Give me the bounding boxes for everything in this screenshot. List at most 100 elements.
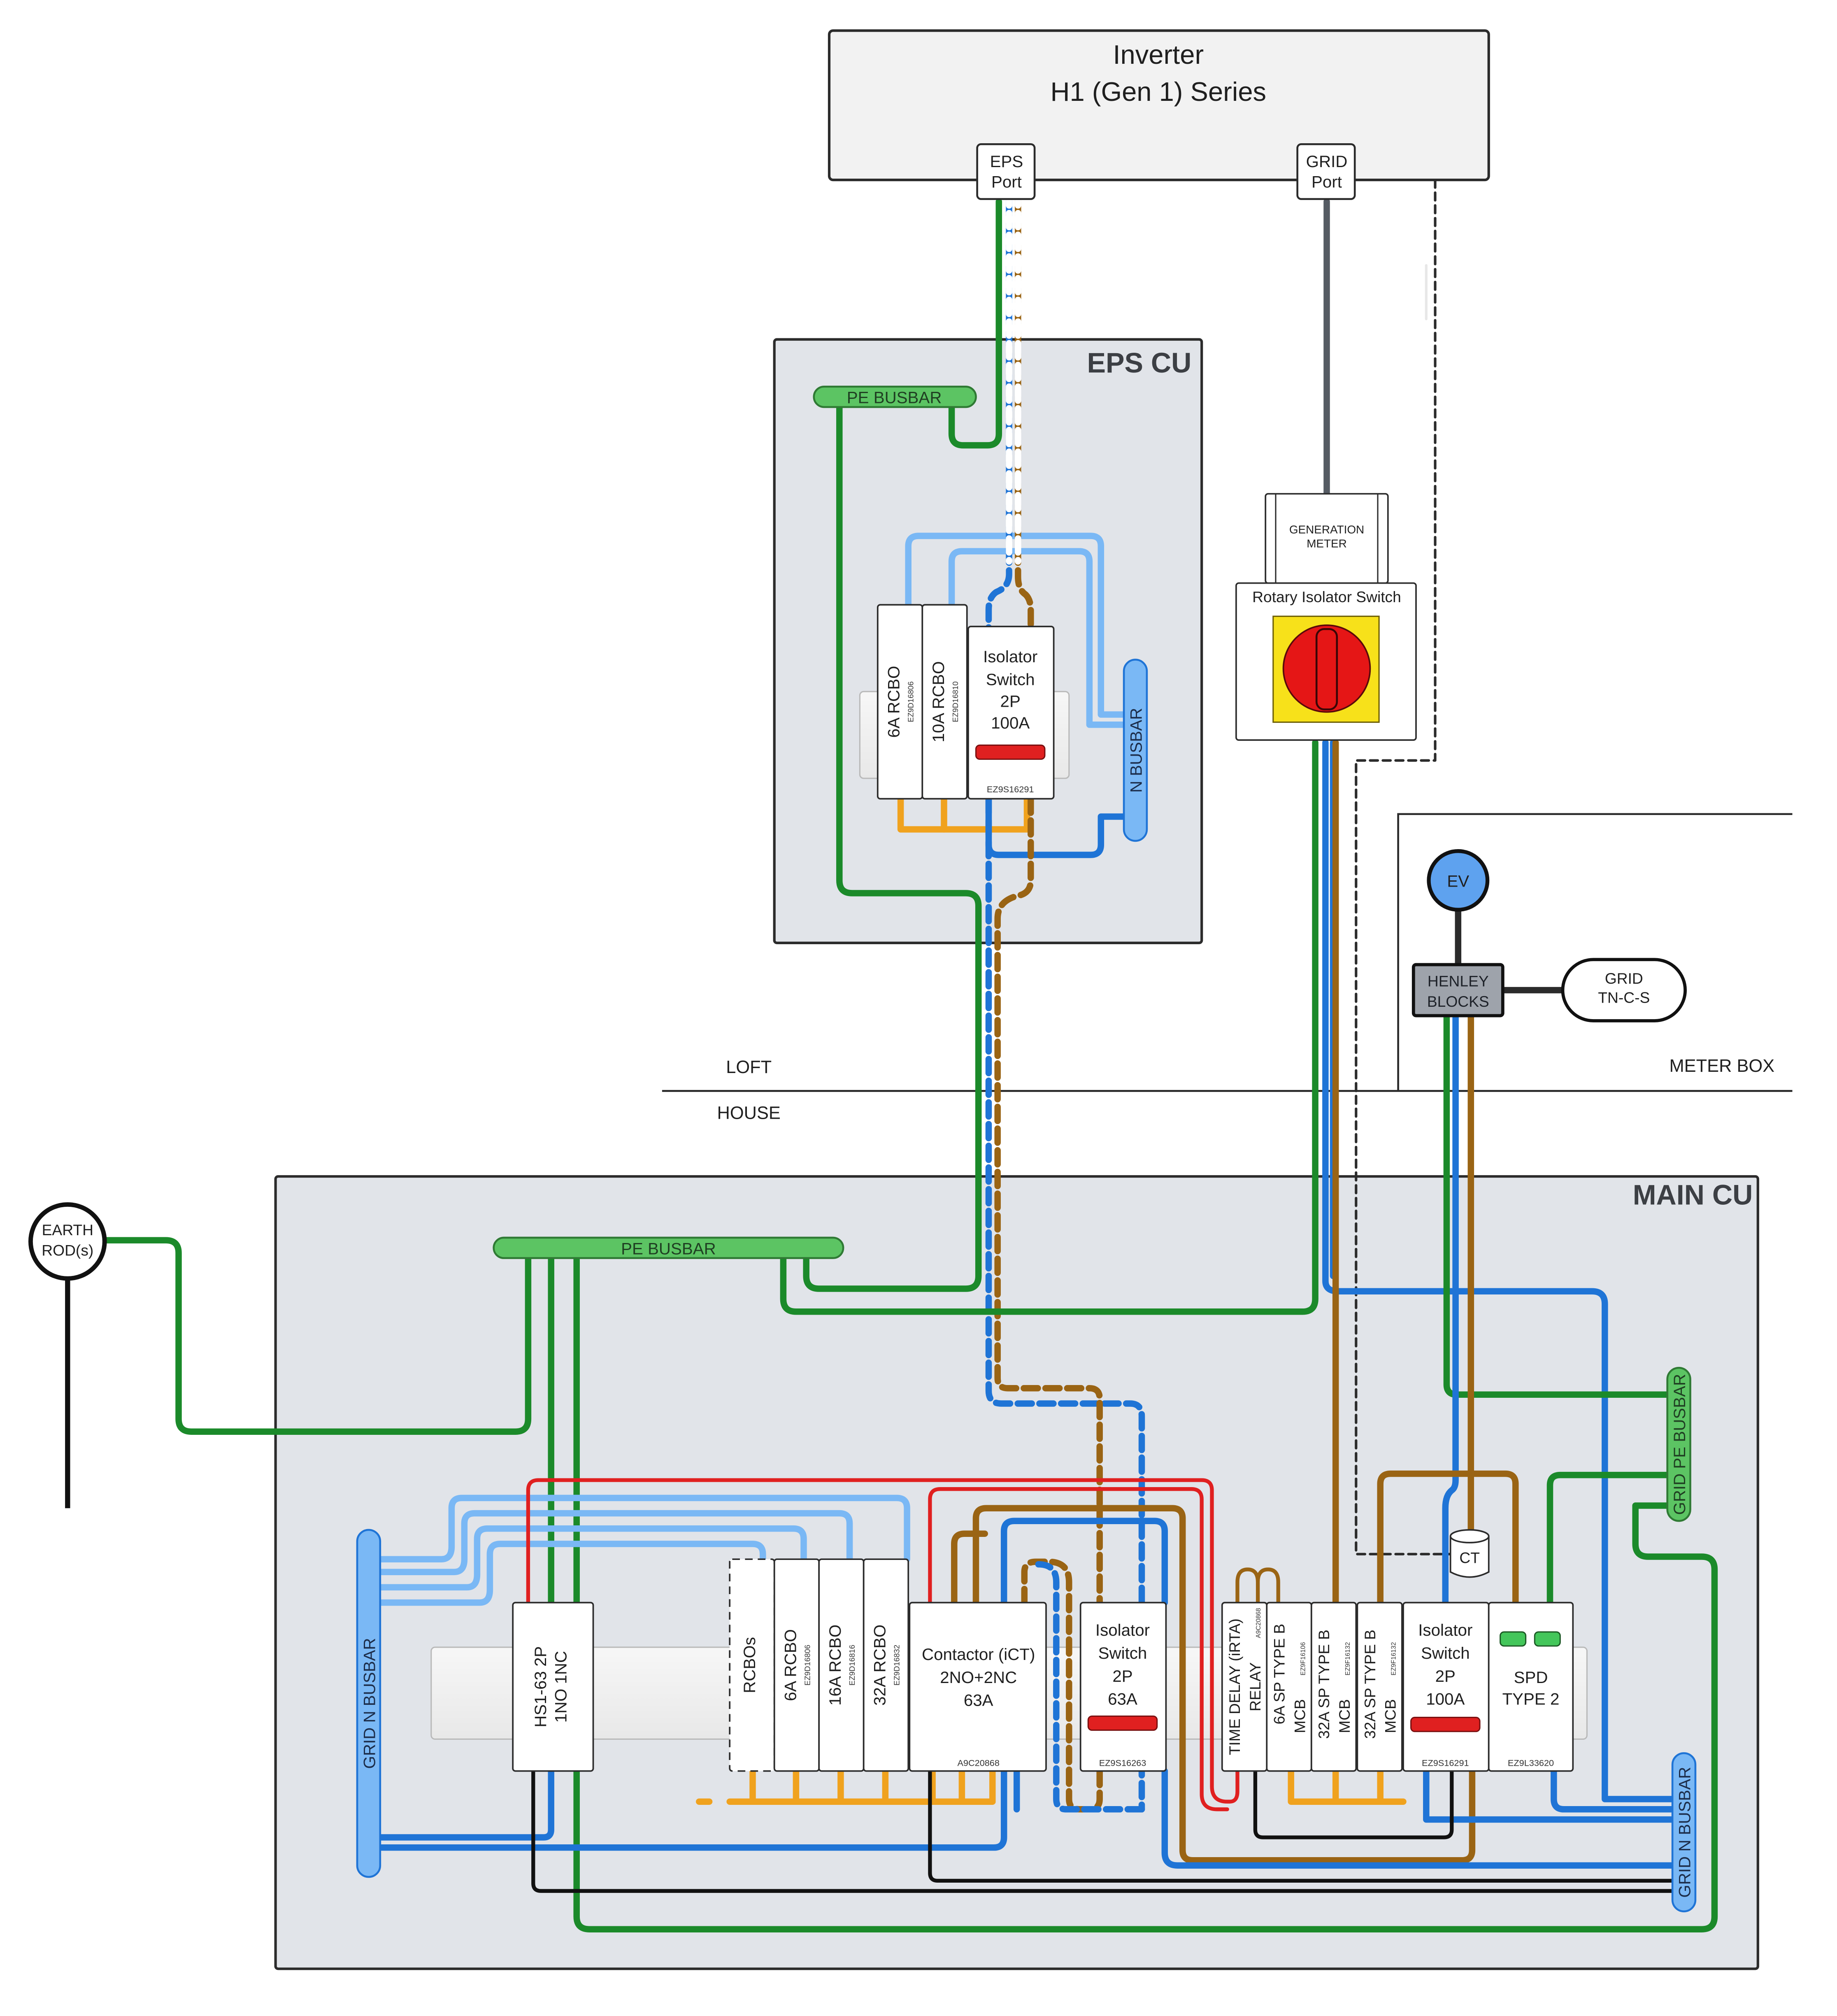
main-cu-wires [65, 1237, 1718, 1932]
svg-text:HENLEY: HENLEY [1428, 972, 1489, 989]
svg-text:Isolator: Isolator [1418, 1621, 1472, 1639]
svg-text:MCB: MCB [1381, 1699, 1399, 1733]
svg-text:32A SP TYPE B: 32A SP TYPE B [1315, 1630, 1332, 1739]
svg-text:EZ9D16806: EZ9D16806 [907, 681, 915, 722]
svg-text:100A: 100A [991, 714, 1030, 732]
rcbos-placeholder: RCBOs [729, 1558, 775, 1772]
grid-n-busbar-left: GRID N BUSBAR [356, 1529, 381, 1878]
svg-text:EZ9L33620: EZ9L33620 [1508, 1758, 1554, 1768]
svg-text:A9C20868: A9C20868 [1255, 1608, 1262, 1638]
svg-text:Port: Port [1311, 173, 1342, 191]
grid-pe-busbar: GRID PE BUSBAR [1666, 1367, 1691, 1522]
svg-text:Switch: Switch [986, 670, 1035, 689]
mcb-32a-2: 32A SP TYPE B MCB EZ9F16132 [1356, 1602, 1403, 1772]
svg-text:Contactor (iCT): Contactor (iCT) [922, 1645, 1035, 1664]
svg-text:2P: 2P [1435, 1667, 1456, 1685]
grid-n-busbar-right: GRID N BUSBAR [1671, 1752, 1697, 1913]
svg-text:EZ9F16132: EZ9F16132 [1390, 1642, 1397, 1675]
isolator-toggle [1087, 1715, 1158, 1731]
grid-port: GRID Port [1296, 143, 1356, 200]
svg-text:EZ9F16106: EZ9F16106 [1300, 1642, 1307, 1675]
svg-text:6A RCBO: 6A RCBO [781, 1629, 800, 1701]
loft-label: LOFT [726, 1057, 772, 1077]
main-isolator-100a: Isolator Switch 2P 100A EZ9S16291 [1402, 1602, 1490, 1772]
svg-text:Switch: Switch [1421, 1644, 1470, 1662]
svg-text:1NO 1NC: 1NO 1NC [551, 1651, 570, 1723]
main-rcbo-16a: 16A RCBO EZ9D16816 [818, 1558, 865, 1772]
isolator-toggle [975, 744, 1046, 760]
svg-text:GRID: GRID [1306, 152, 1348, 171]
inverter-model: H1 (Gen 1) Series [1051, 77, 1267, 107]
eps-cu-title: EPS CU [1087, 347, 1192, 379]
svg-text:63A: 63A [964, 1691, 993, 1710]
svg-text:EZ9D16816: EZ9D16816 [848, 1645, 856, 1685]
svg-text:TYPE 2: TYPE 2 [1502, 1690, 1560, 1709]
spd-indicator [1534, 1631, 1561, 1647]
svg-text:EZ9S16263: EZ9S16263 [1099, 1758, 1146, 1768]
meter-box-label: METER BOX [1670, 1056, 1775, 1076]
svg-text:Port: Port [991, 173, 1022, 191]
spd-indicator [1500, 1631, 1527, 1647]
svg-text:6A RCBO: 6A RCBO [885, 666, 903, 738]
svg-text:EV: EV [1447, 872, 1469, 891]
mcb-32a-1: 32A SP TYPE B MCB EZ9F16132 [1310, 1602, 1357, 1772]
svg-text:32A SP TYPE B: 32A SP TYPE B [1361, 1630, 1379, 1739]
svg-text:2P: 2P [1112, 1667, 1132, 1685]
svg-text:EZ9D16806: EZ9D16806 [803, 1645, 812, 1685]
eps-n-busbar: N BUSBAR [1123, 659, 1148, 842]
time-delay-relay: TIME DELAY (iRTA) RELAY A9C20868 [1221, 1602, 1268, 1772]
svg-text:SPD: SPD [1514, 1668, 1548, 1687]
svg-text:MCB: MCB [1291, 1699, 1308, 1733]
svg-text:6A SP TYPE B: 6A SP TYPE B [1271, 1624, 1288, 1725]
eps-pe-busbar: PE BUSBAR [813, 385, 977, 408]
svg-text:Rotary Isolator Switch: Rotary Isolator Switch [1252, 588, 1401, 605]
grid-tncs-supply: GRID TN-C-S [1561, 958, 1687, 1022]
svg-text:Isolator: Isolator [983, 647, 1037, 666]
svg-text:RELAY: RELAY [1246, 1662, 1264, 1711]
svg-text:EARTH: EARTH [42, 1221, 93, 1238]
eps-rcbo-10a: 10A RCBO EZ9D16810 [921, 604, 968, 800]
svg-text:BLOCKS: BLOCKS [1427, 993, 1489, 1010]
main-cu-title: MAIN CU [1633, 1179, 1753, 1211]
svg-text:EZ9S16291: EZ9S16291 [987, 784, 1034, 794]
eps-wires [803, 198, 1145, 1813]
hs1-changeover-switch: HS1-63 2P 1NO 1NC [512, 1602, 594, 1772]
main-isolator-63a: Isolator Switch 2P 63A EZ9S16263 [1079, 1602, 1167, 1772]
svg-text:2NO+2NC: 2NO+2NC [940, 1668, 1017, 1687]
svg-text:TN-C-S: TN-C-S [1598, 989, 1650, 1006]
main-rcbo-32a: 32A RCBO EZ9D16832 [863, 1558, 909, 1772]
henley-blocks: HENLEY BLOCKS [1411, 963, 1504, 1017]
svg-text:Switch: Switch [1098, 1644, 1147, 1662]
svg-text:GRID PE BUSBAR: GRID PE BUSBAR [1670, 1374, 1689, 1515]
eps-port: EPS Port [976, 143, 1036, 200]
svg-text:TIME DELAY (iRTA): TIME DELAY (iRTA) [1226, 1618, 1243, 1755]
mcb-6a: 6A SP TYPE B MCB EZ9F16106 [1266, 1602, 1312, 1772]
svg-text:EZ9S16291: EZ9S16291 [1422, 1758, 1469, 1768]
rotary-handle [1315, 628, 1338, 710]
eps-rcbo-6a: 6A RCBO EZ9D16806 [877, 604, 923, 800]
svg-text:32A RCBO: 32A RCBO [870, 1625, 889, 1706]
inverter-title: Inverter [1113, 40, 1204, 70]
svg-text:CT: CT [1459, 1549, 1480, 1567]
grid-wires [780, 179, 1677, 1802]
rotary-isolator-switch: Rotary Isolator Switch [1235, 582, 1417, 741]
svg-text:METER: METER [1307, 537, 1347, 550]
inverter-box [828, 29, 1490, 182]
spd-type2: SPD TYPE 2 EZ9L33620 [1488, 1602, 1574, 1772]
svg-text:Isolator: Isolator [1095, 1621, 1150, 1639]
svg-text:GRID N BUSBAR: GRID N BUSBAR [1676, 1767, 1694, 1898]
ev-node: EV [1427, 849, 1490, 912]
earth-rod: EARTH ROD(s) [28, 1202, 107, 1281]
svg-text:10A RCBO: 10A RCBO [929, 661, 948, 742]
svg-text:GENERATION: GENERATION [1289, 523, 1364, 536]
svg-text:N BUSBAR: N BUSBAR [1127, 708, 1146, 793]
svg-text:2P: 2P [1000, 692, 1021, 710]
svg-text:MCB: MCB [1336, 1699, 1353, 1733]
svg-text:A9C20868: A9C20868 [957, 1758, 1000, 1768]
svg-text:GRID N BUSBAR: GRID N BUSBAR [360, 1638, 379, 1769]
svg-text:EZ9F16132: EZ9F16132 [1344, 1642, 1351, 1675]
svg-text:63A: 63A [1108, 1690, 1137, 1709]
svg-text:EPS: EPS [990, 152, 1023, 171]
svg-text:EZ9D16832: EZ9D16832 [893, 1645, 901, 1685]
